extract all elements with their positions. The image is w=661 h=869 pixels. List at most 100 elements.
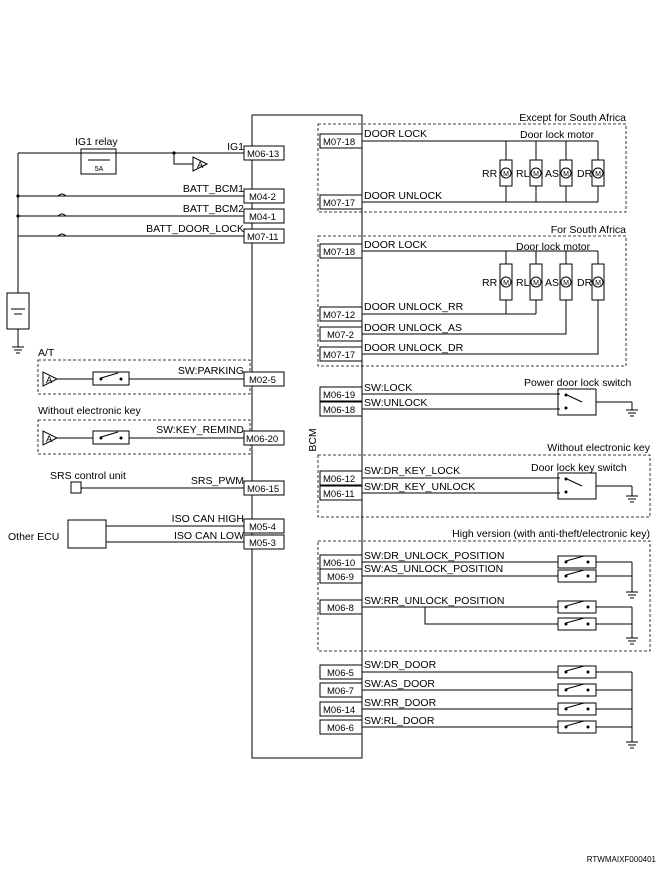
iso-can-low-label: ISO CAN LOW xyxy=(174,530,244,542)
svg-text:A: A xyxy=(46,434,53,445)
parking-switch xyxy=(92,371,130,386)
pin-m06-12: M06-12 xyxy=(323,474,355,485)
door-switches xyxy=(557,665,597,734)
door-unlock-dr-label: DOOR UNLOCK_DR xyxy=(364,342,464,354)
without-key-label-left: Without electronic key xyxy=(38,405,141,417)
svg-text:M: M xyxy=(595,280,601,287)
door-lock-label-1: DOOR LOCK xyxy=(364,128,427,140)
pin-m06-18: M06-18 xyxy=(323,405,355,416)
connector-a-label: A xyxy=(197,160,204,171)
sw-lock-label: SW:LOCK xyxy=(364,382,412,394)
svg-text:M: M xyxy=(533,280,539,287)
svg-text:AS: AS xyxy=(545,277,559,289)
sw-dr-key-unlock-label: SW:DR_KEY_UNLOCK xyxy=(364,481,475,493)
battery xyxy=(6,292,30,330)
pin-m06-9: M06-9 xyxy=(327,572,354,583)
ig1-relay-rating: 5A xyxy=(95,166,104,173)
batt-door-lock-label: BATT_DOOR_LOCK xyxy=(146,223,244,235)
high-version-label: High version (with anti-theft/electronic… xyxy=(452,528,650,540)
sw-dr-key-lock-label: SW:DR_KEY_LOCK xyxy=(364,465,460,477)
svg-text:DR: DR xyxy=(577,168,593,180)
svg-text:RR: RR xyxy=(482,168,498,180)
key-remind-switch xyxy=(92,430,130,445)
power-switch-label: Power door lock switch xyxy=(524,377,632,389)
sw-key-remind-label: SW:KEY_REMIND xyxy=(156,424,244,436)
pin-m02-5: M02-5 xyxy=(249,375,276,386)
pin-m04-2: M04-2 xyxy=(249,192,276,203)
batt-bcm1-label: BATT_BCM1 xyxy=(183,183,244,195)
svg-text:M: M xyxy=(563,171,569,178)
sw-parking-label: SW:PARKING xyxy=(178,365,244,377)
srs-pwm-label: SRS_PWM xyxy=(191,475,244,487)
ig1-label: IG1 xyxy=(227,141,244,153)
pin-m04-1: M04-1 xyxy=(249,212,276,223)
at-label: A/T xyxy=(38,347,55,359)
sw-rr-unlock-pos-label: SW:RR_UNLOCK_POSITION xyxy=(364,595,504,607)
svg-text:M: M xyxy=(533,171,539,178)
sw-rr-door-label: SW:RR_DOOR xyxy=(364,697,437,709)
door-lock-label-2: DOOR LOCK xyxy=(364,239,427,251)
pin-m06-14: M06-14 xyxy=(323,705,355,716)
sw-dr-door-label: SW:DR_DOOR xyxy=(364,659,437,671)
pin-m07-18-a: M07-18 xyxy=(323,137,355,148)
door-lock-key-switch xyxy=(557,472,597,500)
sw-unlock-label: SW:UNLOCK xyxy=(364,397,427,409)
sw-as-unlock-pos-label: SW:AS_UNLOCK_POSITION xyxy=(364,563,503,575)
pin-m06-11: M06-11 xyxy=(323,489,355,500)
left-pins: M06-13 M04-2 M04-1 M07-11 M02-5 M06-20 M… xyxy=(243,145,285,550)
bcm-label: BCM xyxy=(307,428,319,451)
svg-text:M: M xyxy=(503,280,509,287)
pin-m06-19: M06-19 xyxy=(323,390,355,401)
svg-text:A: A xyxy=(46,375,53,386)
batt-bcm2-label: BATT_BCM2 xyxy=(183,203,244,215)
pin-m06-6: M06-6 xyxy=(327,723,354,734)
pin-m06-13: M06-13 xyxy=(247,149,279,160)
door-lock-motor-label-2: Door lock motor xyxy=(516,241,591,253)
pin-m06-10: M06-10 xyxy=(323,558,355,569)
figure-code: RTWMAIXF000401 xyxy=(587,855,657,864)
svg-text:DR: DR xyxy=(577,277,593,289)
connector-a-marker xyxy=(192,156,209,172)
sw-dr-unlock-pos-label: SW:DR_UNLOCK_POSITION xyxy=(364,550,504,562)
pin-m07-18-b: M07-18 xyxy=(323,247,355,258)
other-ecu xyxy=(67,519,107,549)
power-door-lock-switch xyxy=(557,388,597,416)
door-lock-motor-label-1: Door lock motor xyxy=(520,129,595,141)
svg-text:AS: AS xyxy=(545,168,559,180)
without-key-label-right: Without electronic key xyxy=(547,442,650,454)
pin-m06-5: M06-5 xyxy=(327,668,354,679)
ig1-relay xyxy=(80,148,117,175)
door-unlock-as-label: DOOR UNLOCK_AS xyxy=(364,322,462,334)
svg-text:M: M xyxy=(503,171,509,178)
unlock-position-switches xyxy=(557,555,597,631)
motor-group-except-sa: M M M M RR RL AS DR xyxy=(482,140,605,202)
pin-m06-15: M06-15 xyxy=(247,484,279,495)
for-sa-label: For South Africa xyxy=(551,224,626,236)
svg-text:RL: RL xyxy=(516,168,530,180)
pin-m07-17-b: M07-17 xyxy=(323,350,355,361)
iso-can-high-label: ISO CAN HIGH xyxy=(172,513,244,525)
sw-as-door-label: SW:AS_DOOR xyxy=(364,678,435,690)
motor-group-sa: M M M M RR RL AS DR xyxy=(482,250,605,301)
svg-text:RL: RL xyxy=(516,277,530,289)
pin-m06-7: M06-7 xyxy=(327,686,354,697)
srs-unit-label: SRS control unit xyxy=(50,470,126,482)
sw-rl-door-label: SW:RL_DOOR xyxy=(364,715,435,727)
key-switch-label: Door lock key switch xyxy=(531,462,627,474)
other-ecu-label: Other ECU xyxy=(8,531,59,543)
pin-m06-8: M06-8 xyxy=(327,603,354,614)
pin-m05-3: M05-3 xyxy=(249,538,276,549)
except-sa-label: Except for South Africa xyxy=(519,112,626,124)
right-pins: M07-18 M07-17 M07-18 M07-12 M07-2 M07-17… xyxy=(319,133,363,735)
svg-text:RR: RR xyxy=(482,277,498,289)
svg-text:M: M xyxy=(595,171,601,178)
svg-text:M: M xyxy=(563,280,569,287)
pin-m06-20: M06-20 xyxy=(246,434,278,445)
pin-m07-12: M07-12 xyxy=(323,310,355,321)
ig1-relay-label: IG1 relay xyxy=(75,136,118,148)
pin-m07-2: M07-2 xyxy=(327,330,354,341)
pin-m07-11: M07-11 xyxy=(247,232,279,243)
door-unlock-rr-label: DOOR UNLOCK_RR xyxy=(364,301,464,313)
pin-m07-17-a: M07-17 xyxy=(323,198,355,209)
